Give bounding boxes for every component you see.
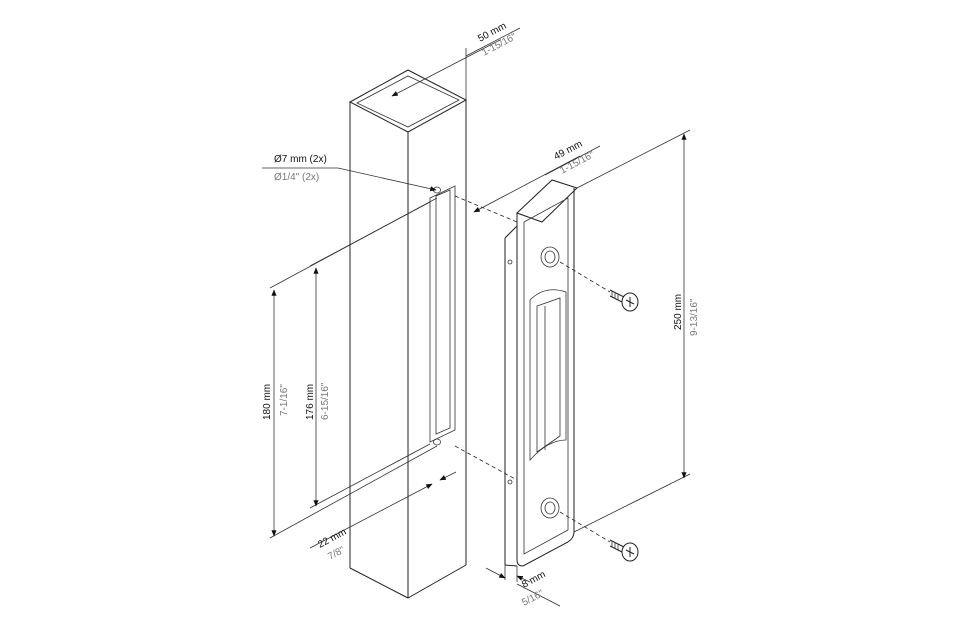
dim-hole-imperial: Ø1/4" (2x) (274, 172, 319, 183)
alignment-lines (454, 195, 611, 543)
screw-top (609, 289, 639, 312)
dim-plate-thickness: 8 mm 5/16" (485, 565, 561, 609)
dim-plate-thickness-metric: 8 mm (520, 569, 547, 590)
dim-plate-height-imperial: 9-13/16" (689, 298, 700, 336)
dim-cutout-inner: 176 mm 6-15/16" (305, 201, 431, 509)
dim-hole: Ø7 mm (2x) Ø1/4" (2x) (262, 154, 437, 192)
dim-cutout-width-metric: 22 mm (316, 527, 348, 551)
dim-cutout-outer-metric: 180 mm (262, 384, 273, 420)
dim-plate-width: 49 mm 1-15/16" (473, 139, 601, 213)
dim-hole-metric: Ø7 mm (2x) (274, 154, 327, 165)
dim-cutout-inner-metric: 176 mm (305, 384, 316, 420)
dim-tube-width: 50 mm 1-15/16" (391, 21, 521, 100)
screw-bottom (609, 539, 639, 562)
dim-plate-height-metric: 250 mm (673, 294, 684, 330)
dim-cutout-width: 22 mm 7/8" (309, 471, 457, 563)
dim-plate-thickness-imperial: 5/16" (520, 588, 546, 609)
dim-cutout-width-imperial: 7/8" (326, 545, 347, 563)
dim-cutout-outer-imperial: 7-1/16" (279, 384, 290, 416)
strike-plate (504, 179, 578, 567)
square-tube (348, 69, 468, 599)
dim-plate-height: 250 mm 9-13/16" (573, 129, 700, 533)
dim-cutout-inner-imperial: 6-15/16" (320, 382, 331, 420)
